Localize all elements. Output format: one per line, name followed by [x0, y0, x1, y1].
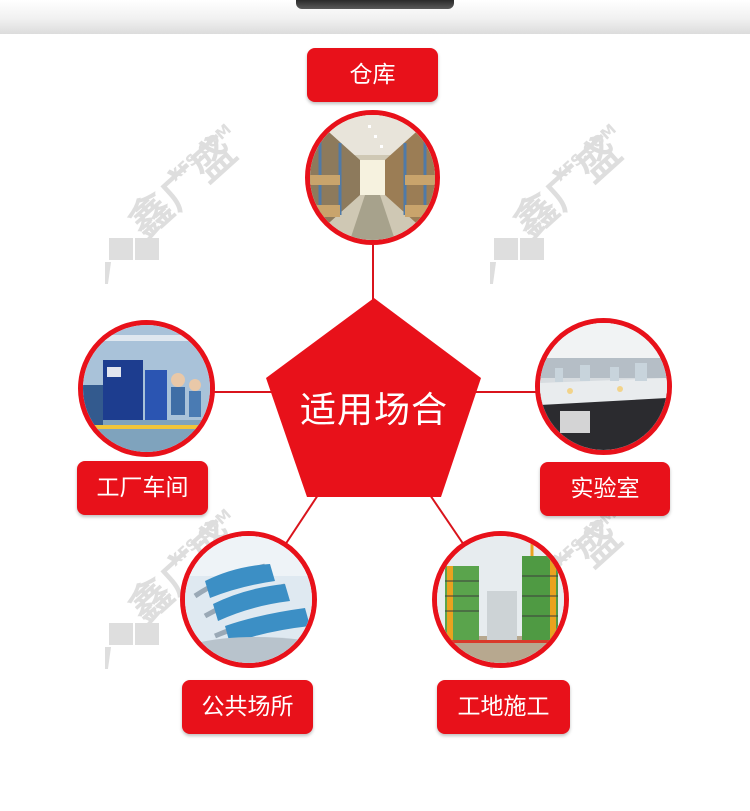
scene-construction[interactable]: [432, 531, 569, 668]
scene-public[interactable]: [180, 531, 317, 668]
scene-lab[interactable]: [535, 318, 672, 455]
label-construction[interactable]: 工地施工: [437, 680, 570, 734]
scene-factory[interactable]: [78, 320, 215, 457]
warehouse-photo-icon: [310, 115, 435, 240]
scene-warehouse[interactable]: [305, 110, 440, 245]
label-lab[interactable]: 实验室: [540, 462, 670, 516]
laboratory-photo-icon: [540, 323, 667, 450]
factory-photo-icon: [83, 325, 210, 452]
label-factory[interactable]: 工厂车间: [77, 461, 208, 515]
watermark-logo: 鑫广盛 XFS.COM: [85, 120, 275, 294]
construction-site-photo-icon: [437, 536, 564, 663]
waiting-seats-photo-icon: [185, 536, 312, 663]
center-title: 适用场合: [299, 390, 448, 431]
label-warehouse[interactable]: 仓库: [307, 48, 438, 102]
label-public[interactable]: 公共场所: [182, 680, 313, 734]
header-tab: [296, 0, 454, 9]
